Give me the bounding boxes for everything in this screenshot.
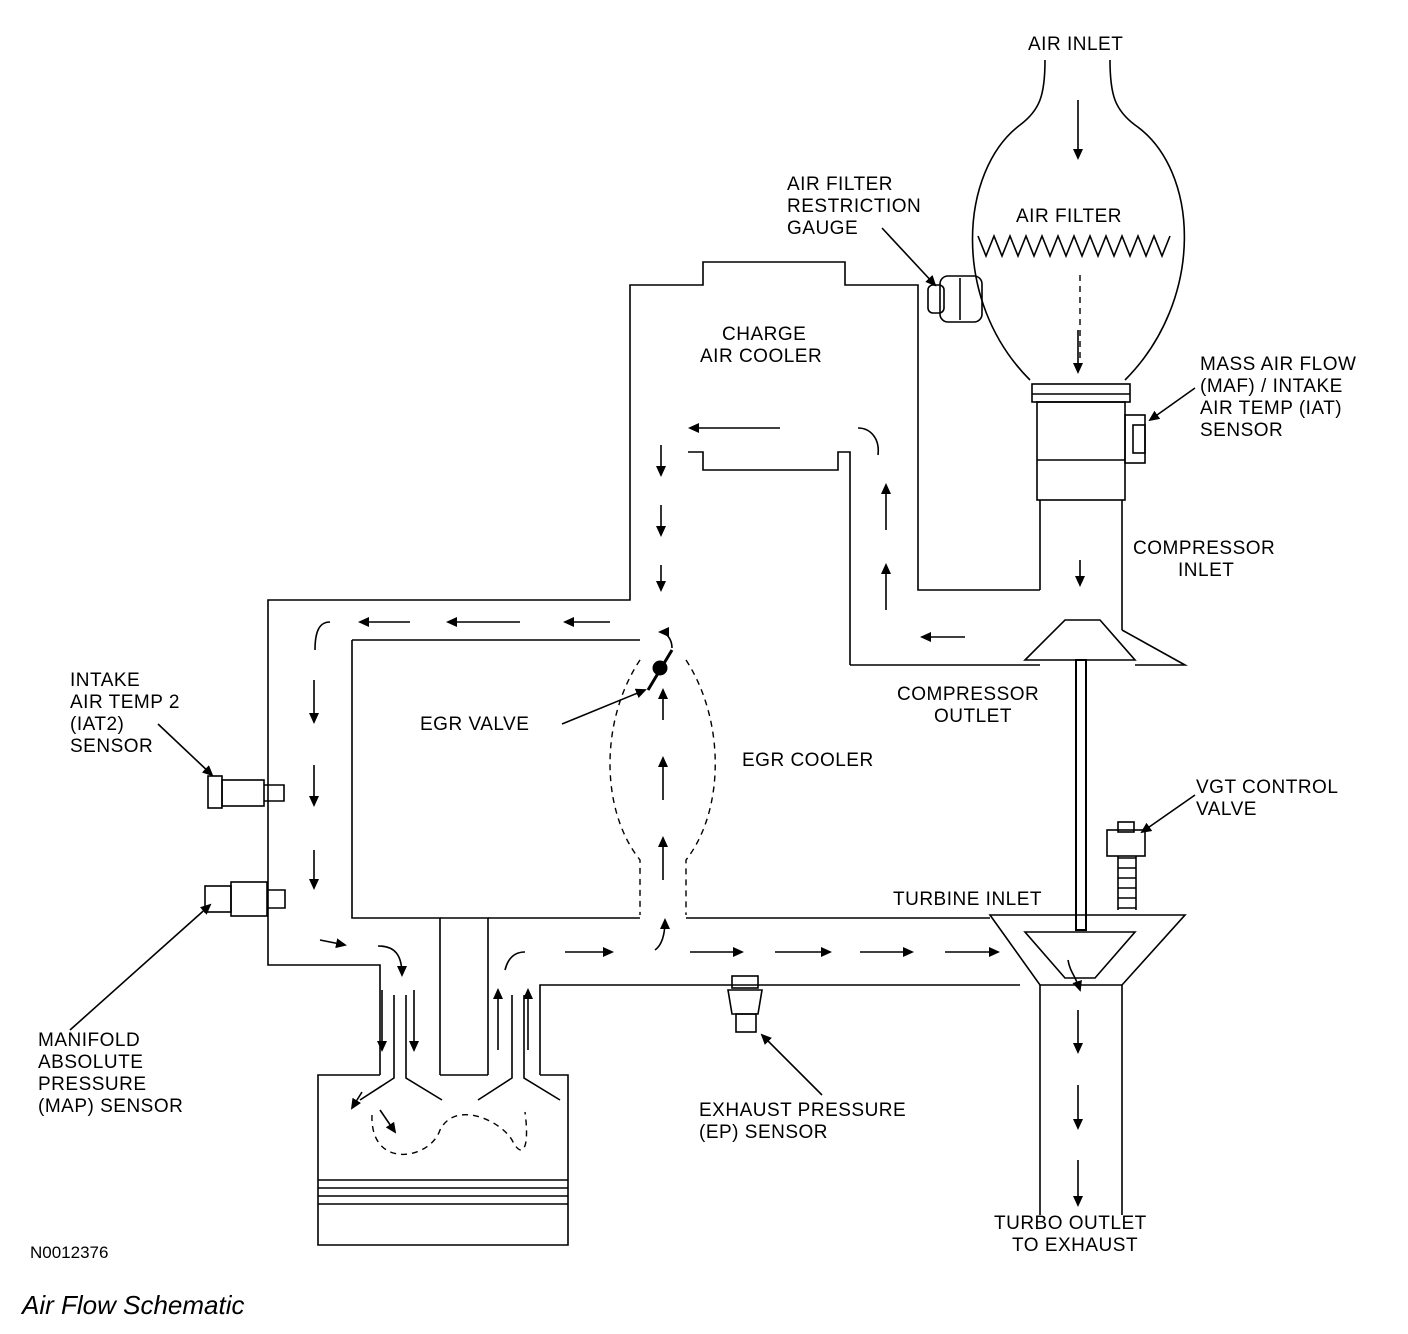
- label-turbine-inlet: TURBINE INLET: [893, 889, 1042, 910]
- flow-arrows: [309, 100, 1085, 1207]
- turbine-icon: [988, 914, 1187, 986]
- label-restriction-gauge-2: RESTRICTION: [787, 196, 921, 217]
- air-filter-element: [977, 233, 1171, 259]
- label-air-filter: AIR FILTER: [1016, 206, 1122, 227]
- label-compressor-outlet-2: OUTLET: [934, 706, 1012, 727]
- label-map-4: (MAP) SENSOR: [38, 1096, 183, 1117]
- label-ep-2: (EP) SENSOR: [699, 1122, 828, 1143]
- label-map-2: ABSOLUTE: [38, 1052, 143, 1073]
- egr-valve-icon: [646, 649, 674, 691]
- turbo-shaft: [1075, 659, 1087, 931]
- label-charge-air-cooler-2: AIR COOLER: [700, 346, 822, 367]
- figure-caption: Air Flow Schematic: [20, 1290, 245, 1320]
- label-charge-air-cooler-1: CHARGE: [722, 324, 806, 345]
- label-turbo-outlet-2: TO EXHAUST: [1012, 1235, 1138, 1256]
- label-ep-1: EXHAUST PRESSURE: [699, 1100, 906, 1121]
- label-iat2-3: (IAT2): [70, 714, 124, 735]
- label-egr-valve: EGR VALVE: [420, 714, 529, 735]
- map-sensor-icon: [204, 881, 286, 917]
- label-map-1: MANIFOLD: [38, 1030, 140, 1051]
- intake-duct-outline: [267, 261, 1189, 1215]
- maf-sensor-icon: [1031, 383, 1146, 501]
- label-compressor-inlet-2: INLET: [1178, 560, 1234, 581]
- labels: AIR INLET AIR FILTER AIR FILTER RESTRICT…: [20, 34, 1356, 1320]
- air-filter-housing: [971, 59, 1186, 381]
- label-vgt-2: VALVE: [1196, 799, 1257, 820]
- label-compressor-inlet-1: COMPRESSOR: [1133, 538, 1275, 559]
- label-maf-4: SENSOR: [1200, 420, 1283, 441]
- restriction-gauge-icon: [927, 275, 983, 323]
- label-maf-3: AIR TEMP (IAT): [1200, 398, 1342, 419]
- label-iat2-1: INTAKE: [70, 670, 140, 691]
- vgt-control-valve-icon: [1106, 821, 1146, 910]
- label-iat2-4: SENSOR: [70, 736, 153, 757]
- leader-lines: [69, 227, 1196, 1096]
- label-restriction-gauge-3: GAUGE: [787, 218, 858, 239]
- label-map-3: PRESSURE: [38, 1074, 147, 1095]
- label-egr-cooler: EGR COOLER: [742, 750, 874, 771]
- label-air-inlet: AIR INLET: [1028, 34, 1123, 55]
- label-compressor-outlet-1: COMPRESSOR: [897, 684, 1039, 705]
- compressor-wheel-icon: [1023, 619, 1137, 661]
- label-iat2-2: AIR TEMP 2: [70, 692, 180, 713]
- iat2-sensor-icon: [207, 775, 285, 809]
- label-vgt-1: VGT CONTROL: [1196, 777, 1338, 798]
- label-restriction-gauge-1: AIR FILTER: [787, 174, 893, 195]
- label-turbo-outlet-1: TURBO OUTLET: [994, 1213, 1147, 1234]
- ep-sensor-icon: [727, 975, 763, 1033]
- engine-cylinder-icon: [317, 995, 569, 1246]
- label-maf-2: (MAF) / INTAKE: [1200, 376, 1343, 397]
- label-maf-1: MASS AIR FLOW: [1200, 354, 1356, 375]
- egr-cooler-icon: [609, 659, 716, 915]
- figure-id: N0012376: [30, 1243, 108, 1262]
